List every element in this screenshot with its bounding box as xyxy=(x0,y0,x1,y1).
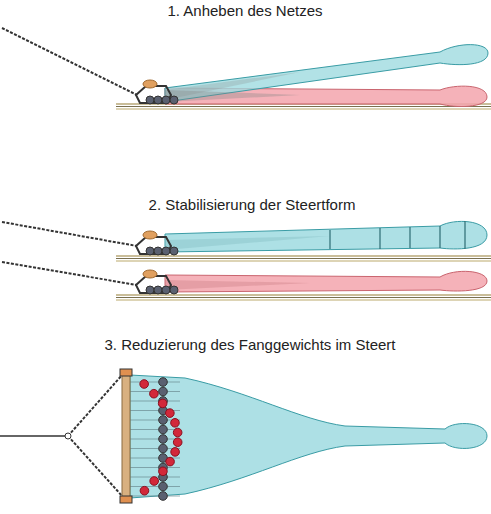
ground-disc xyxy=(159,416,168,425)
ground-disc xyxy=(159,378,168,387)
lifted-disc xyxy=(166,457,175,466)
ground-disc xyxy=(159,444,168,453)
lifted-disc xyxy=(150,389,159,398)
ground-disc xyxy=(159,492,168,501)
rope-line xyxy=(130,401,180,402)
rope-line xyxy=(130,382,180,383)
lifted-disc xyxy=(173,438,182,447)
lifted-disc xyxy=(171,419,180,428)
panel-lift xyxy=(2,28,491,109)
panel-stabilized xyxy=(2,221,491,261)
ground-disc xyxy=(159,482,168,491)
panel-heading: 1. Anheben des Netzes xyxy=(167,2,322,20)
lifted-disc xyxy=(150,477,159,486)
lifted-disc xyxy=(140,380,149,389)
panel-heading: 2. Stabilisierung der Steertform xyxy=(149,196,356,214)
panel-unstabilized xyxy=(2,262,491,300)
lifted-disc xyxy=(158,399,167,408)
lifted-disc xyxy=(171,448,180,457)
lifted-disc xyxy=(166,409,175,418)
lifted-disc xyxy=(140,486,149,495)
rope-line xyxy=(130,496,180,497)
rope-line xyxy=(130,467,180,468)
panel-topview xyxy=(0,369,487,503)
lifted-disc xyxy=(159,467,168,476)
ground-disc xyxy=(159,435,168,444)
rope-line xyxy=(130,486,180,487)
rope-line xyxy=(130,429,180,430)
panel-heading: 3. Reduzierung des Fanggewichts im Steer… xyxy=(105,336,396,354)
lifted-disc xyxy=(173,428,182,437)
ground-disc xyxy=(159,425,168,434)
rope-line xyxy=(130,439,180,440)
ground-disc xyxy=(159,387,168,396)
